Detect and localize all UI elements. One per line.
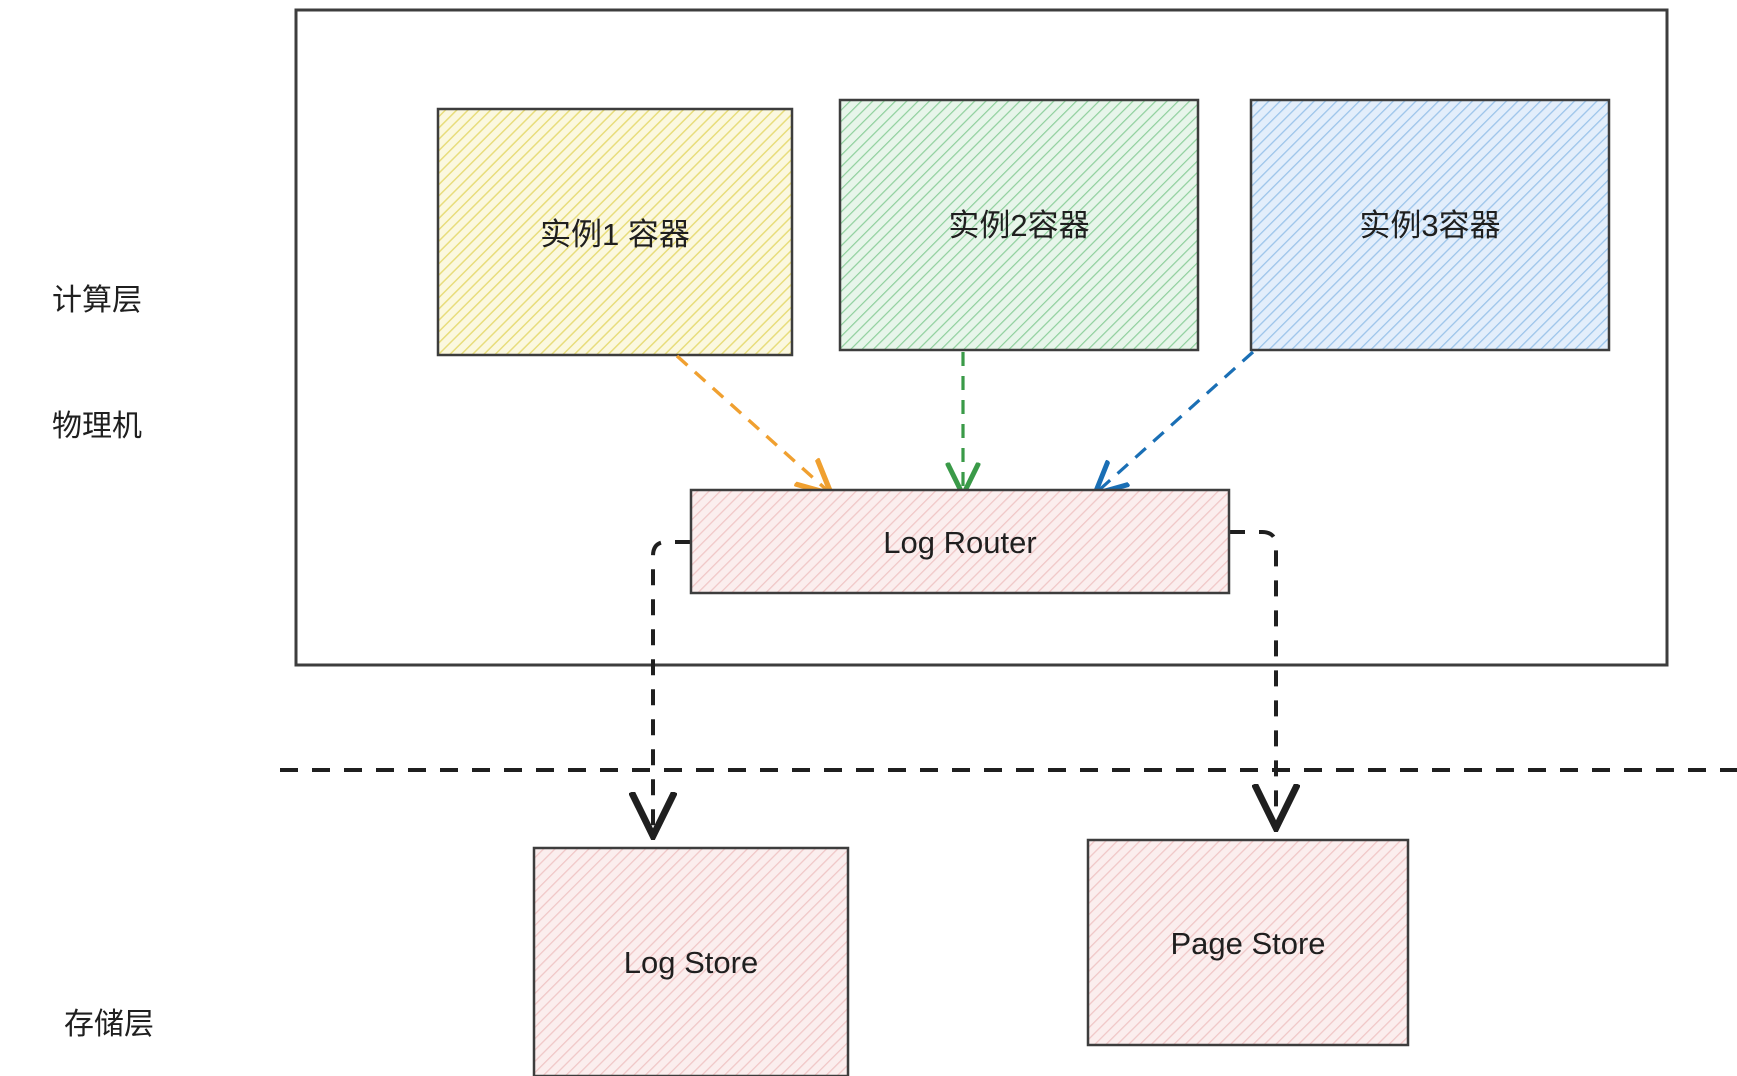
edge-instance1-to-logrouter <box>675 354 829 492</box>
page-store-node[interactable] <box>1086 838 1410 1047</box>
instance-3-container[interactable] <box>1249 98 1611 352</box>
edge-logrouter-to-logstore <box>653 540 691 832</box>
instance-1-container[interactable] <box>436 107 794 357</box>
log-store-node[interactable] <box>532 846 850 1076</box>
compute-layer-boundary <box>294 8 1669 667</box>
log-router-node[interactable] <box>689 488 1231 595</box>
instance-2-container[interactable] <box>838 98 1200 352</box>
edge-instance3-to-logrouter <box>1097 350 1255 492</box>
edge-logrouter-to-pagestore <box>1229 530 1276 824</box>
